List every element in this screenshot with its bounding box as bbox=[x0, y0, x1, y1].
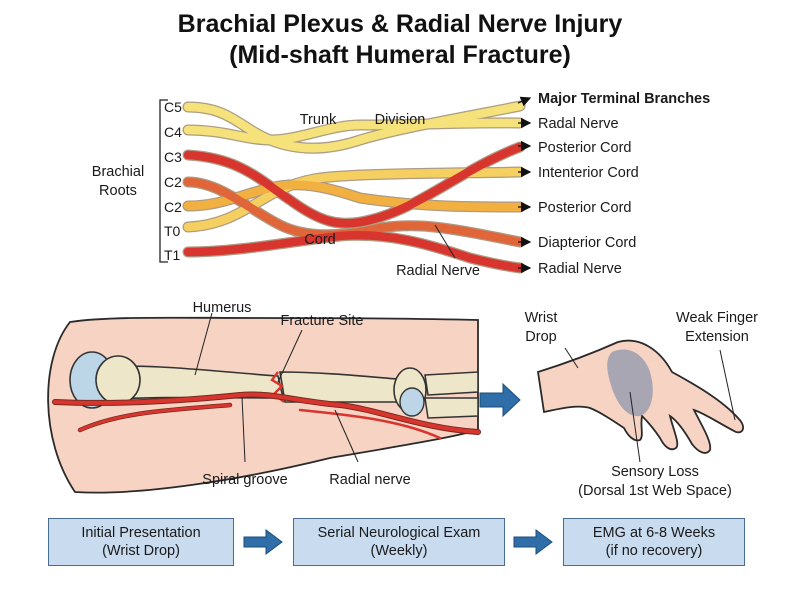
branch-label: Posterior Cord bbox=[538, 200, 631, 216]
plexus-nerves bbox=[182, 100, 526, 274]
sensory-loss-label: (Dorsal 1st Web Space) bbox=[578, 483, 732, 499]
wrist-drop-label: Wrist bbox=[525, 310, 558, 326]
root-label: T0 bbox=[164, 223, 181, 239]
humerus-bone bbox=[69, 351, 479, 419]
sensory-loss-label: Sensory Loss bbox=[611, 464, 699, 480]
root-label: C2 bbox=[164, 174, 182, 190]
branch-label: Diapterior Cord bbox=[538, 235, 636, 251]
plexus-bracket bbox=[159, 99, 168, 263]
root-label: C5 bbox=[164, 99, 182, 115]
trunk-label: Trunk bbox=[300, 112, 337, 128]
flow-step-subtitle: (Wrist Drop) bbox=[102, 543, 180, 559]
root-labels: C5 C4 C3 C2 C2 T0 T1 bbox=[164, 99, 182, 263]
arm-radial-nerve bbox=[52, 391, 481, 440]
fracture-site-label: Fracture Site bbox=[281, 313, 364, 329]
weak-finger-label: Weak Finger bbox=[676, 310, 758, 326]
roots-group-label: Roots bbox=[99, 183, 137, 199]
root-label: C2 bbox=[164, 199, 182, 215]
flow-step-title: Initial Presentation bbox=[81, 525, 201, 541]
flow-step-initial-presentation: Initial Presentation (Wrist Drop) bbox=[48, 518, 234, 566]
branch-label: Radial Nerve bbox=[538, 261, 622, 277]
branch-label: Posterior Cord bbox=[538, 140, 631, 156]
branches-header: Major Terminal Branches bbox=[538, 91, 710, 107]
root-label: C3 bbox=[164, 149, 182, 165]
flow-arrows bbox=[243, 529, 553, 555]
flow-step-serial-exam: Serial Neurological Exam (Weekly) bbox=[293, 518, 505, 566]
wrist-drop-label: Drop bbox=[525, 329, 556, 345]
radial-nerve-label: Radial Nerve bbox=[396, 263, 480, 279]
flow-step-emg: EMG at 6-8 Weeks (if no recovery) bbox=[563, 518, 745, 566]
division-label: Division bbox=[375, 112, 426, 128]
flow-step-subtitle: (Weekly) bbox=[370, 543, 428, 559]
page-title: Brachial Plexus & Radial Nerve Injury bbox=[177, 10, 623, 38]
sensory-loss-area bbox=[607, 349, 653, 417]
flow-arrow bbox=[243, 529, 283, 555]
hand-illustration bbox=[536, 339, 744, 463]
branch-label: Intenterior Cord bbox=[538, 165, 639, 181]
weak-finger-label: Extension bbox=[685, 329, 749, 345]
humerus-label: Humerus bbox=[193, 300, 252, 316]
flow-step-title: Serial Neurological Exam bbox=[317, 525, 481, 541]
root-label: C4 bbox=[164, 124, 182, 140]
page-subtitle: (Mid-shaft Humeral Fracture) bbox=[229, 41, 571, 69]
radial-nerve-arm-label: Radial nerve bbox=[329, 472, 410, 488]
arm-to-hand-arrow bbox=[479, 382, 521, 418]
flow-step-title: EMG at 6-8 Weeks bbox=[592, 525, 716, 541]
arm-illustration bbox=[47, 312, 481, 494]
spiral-groove-label: Spiral groove bbox=[202, 472, 287, 488]
cord-label: Cord bbox=[304, 232, 335, 248]
branch-label: Radal Nerve bbox=[538, 116, 619, 132]
root-label: T1 bbox=[164, 247, 181, 263]
flow-arrow bbox=[513, 529, 553, 555]
terminal-branch-arrows bbox=[517, 96, 532, 274]
flow-step-subtitle: (if no recovery) bbox=[605, 543, 703, 559]
roots-group-label: Brachial bbox=[92, 164, 144, 180]
